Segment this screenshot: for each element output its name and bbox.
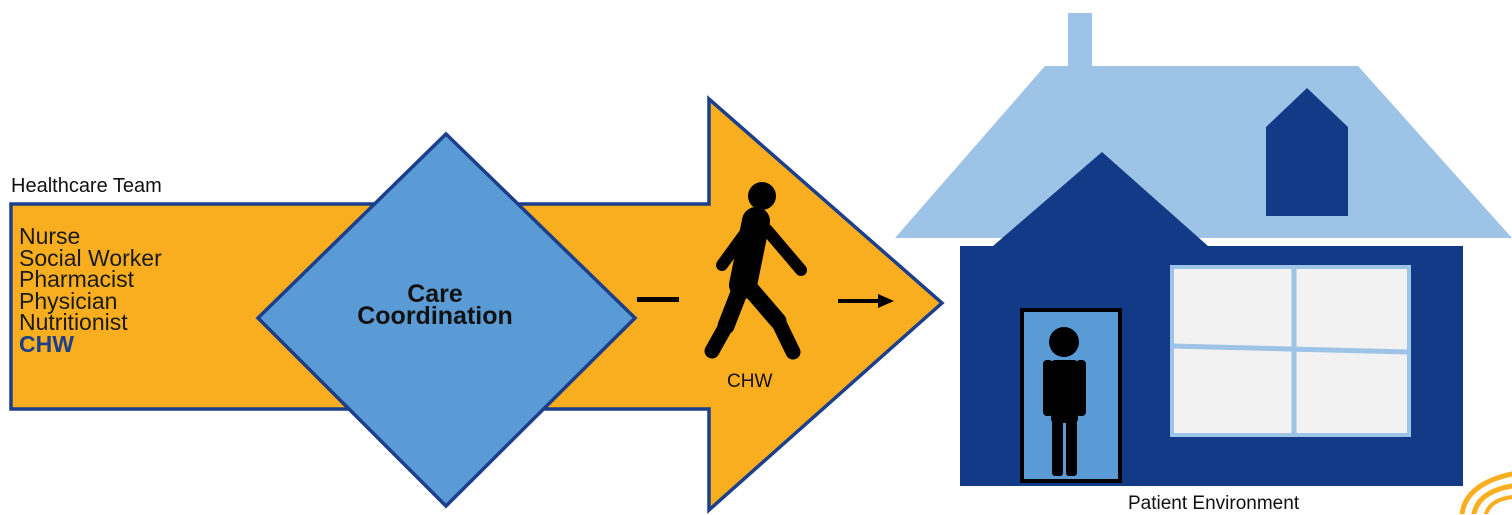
small-arrow-icon (838, 294, 894, 308)
team-member: Social Worker (19, 244, 162, 271)
care-coordination-label: Care Coordination (357, 280, 513, 330)
dormer (1266, 88, 1348, 216)
team-member-list: Nurse Social Worker Pharmacist Physician… (19, 223, 162, 357)
house-icon (895, 13, 1512, 486)
care-coordination-diamond (255, 131, 638, 509)
walking-person-icon (704, 182, 807, 360)
team-member: Physician (19, 287, 118, 314)
team-member-chw: CHW (19, 330, 74, 357)
roof (895, 66, 1512, 238)
healthcare-team-title: Healthcare Team (11, 175, 162, 197)
chw-caption: CHW (727, 371, 773, 392)
standing-person-icon (1043, 327, 1086, 476)
logo-arc-icon (1459, 471, 1512, 514)
team-member: Nurse (19, 223, 81, 249)
house-window (1170, 265, 1411, 437)
team-member: Nutritionist (19, 309, 128, 335)
dash-mark (637, 297, 679, 302)
chimney (1068, 13, 1092, 73)
patient-environment-label: Patient Environment (1128, 493, 1300, 514)
team-member: Pharmacist (19, 266, 135, 292)
